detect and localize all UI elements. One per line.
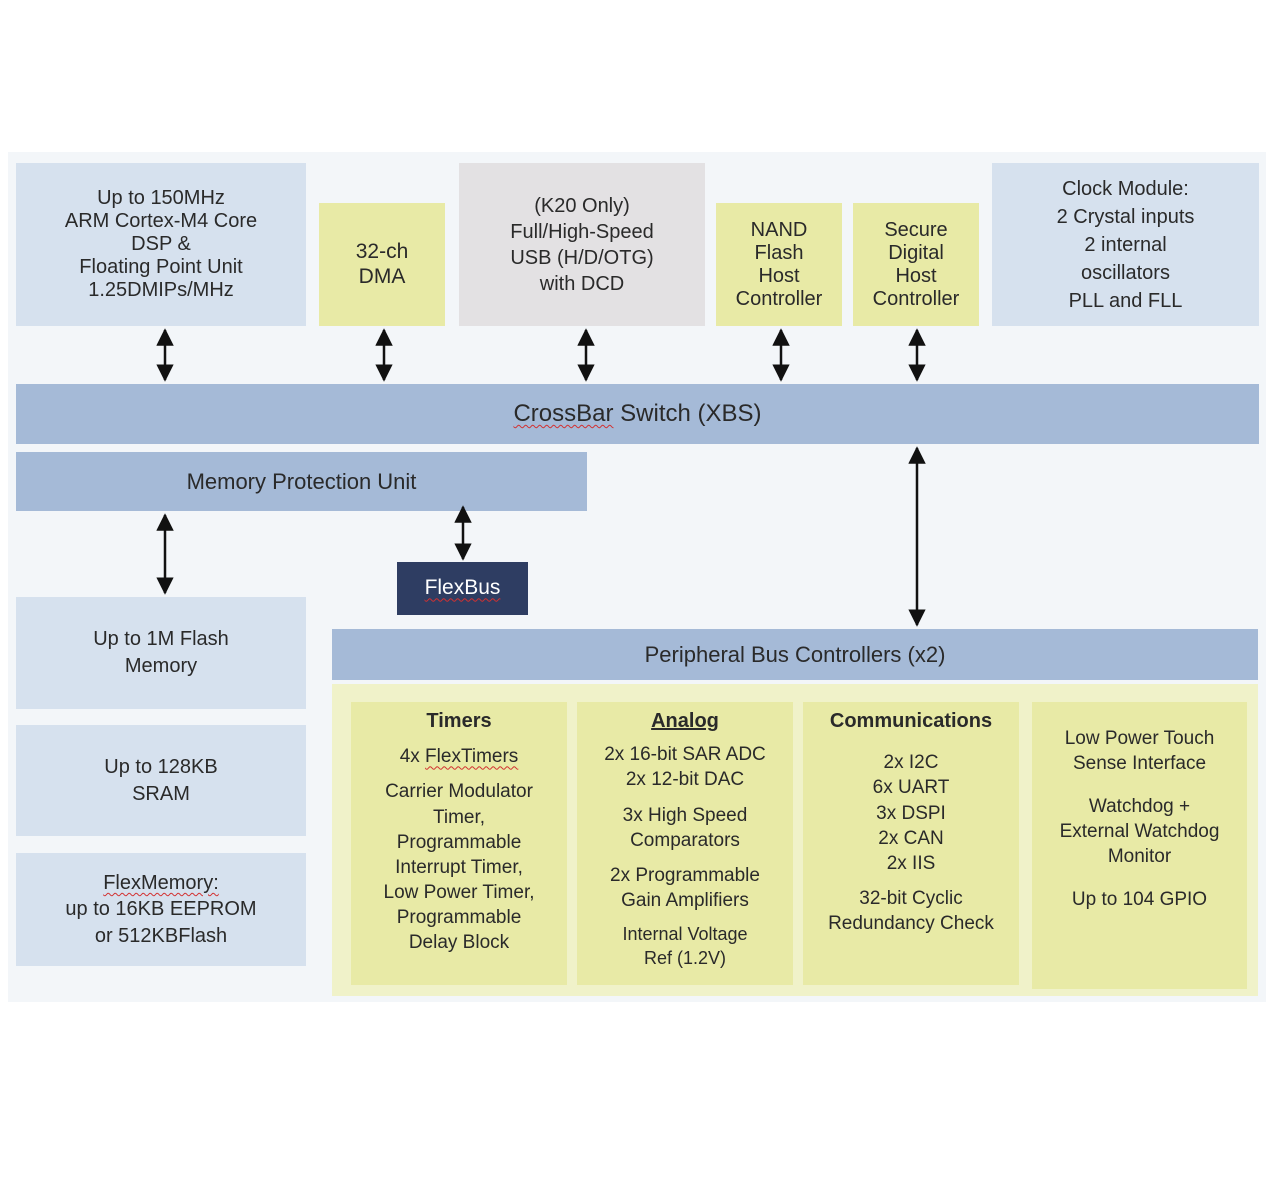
flexmemory-line-3: or 512KBFlash [94,924,228,947]
misc-group: Low Power Touch Sense Interface Watchdog… [1032,702,1247,989]
analog-dac-line: 2x 12-bit DAC [625,769,745,791]
usb-block: (K20 Only) Full/High-Speed USB (H/D/OTG)… [459,163,705,326]
core-line-3: DSP & [131,233,191,255]
sdhc-line-1: Secure [884,218,948,241]
memory-protection-unit-bar: Memory Protection Unit [16,452,587,511]
timers-group: Timers 4x FlexTimers Carrier Modulator T… [351,702,567,985]
analog-pga-line-2: Gain Amplifiers [621,889,749,911]
comm-crc-line-1: 32-bit Cyclic [859,887,963,909]
analog-vref-line-2: Ref (1.2V) [643,947,727,968]
core-line-1: Up to 150MHz [97,187,225,209]
timers-line-6: Programmable [396,906,522,928]
flash-line-1: Up to 1M Flash [93,628,229,650]
analog-adc-line: 2x 16-bit SAR ADC [604,744,766,766]
flexbus-label: FlexBus [424,576,501,600]
clock-line-3: 2 internal [1084,233,1167,256]
watchdog-line-2: External Watchdog [1059,821,1220,843]
sdhc-line-4: Controller [872,287,960,310]
usb-line-1: (K20 Only) [534,194,630,217]
timers-flextimers-count: 4x [399,746,426,768]
timers-flextimers-label: FlexTimers [425,746,519,768]
flash-line-2: Memory [124,655,198,677]
clock-module-block: Clock Module: 2 Crystal inputs 2 interna… [992,163,1259,326]
analog-pga-line-1: 2x Programmable [610,864,760,886]
crossbar-switch-bar: CrossBar Switch (XBS) [16,384,1259,444]
clock-line-2: 2 Crystal inputs [1056,205,1195,228]
clock-line-1: Clock Module: [1062,177,1189,200]
sram-line-2: SRAM [132,782,190,805]
usb-line-3: USB (H/D/OTG) [510,246,654,269]
comm-uart-line: 6x UART [872,777,950,799]
mpu-label: Memory Protection Unit [186,468,417,494]
flash-memory-block: Up to 1M Flash Memory [16,597,306,709]
analog-comparators-line-1: 3x High Speed [622,804,748,826]
analog-group: Analog 2x 16-bit SAR ADC 2x 12-bit DAC 3… [577,702,793,985]
timers-line-2: Timer, [432,806,486,828]
comm-can-line: 2x CAN [878,827,944,849]
clock-line-5: PLL and FLL [1068,289,1183,312]
sdhc-line-3: Host [895,264,937,287]
timers-line-4: Interrupt Timer, [395,856,523,878]
flexmemory-line-1: FlexMemory: [103,871,219,894]
cpu-core-block: Up to 150MHz ARM Cortex-M4 Core DSP & Fl… [16,163,306,326]
dma-block: 32-ch DMA [319,203,445,326]
dma-line-2: DMA [358,264,406,288]
flexbus-block: FlexBus [397,562,528,615]
comm-i2c-line: 2x I2C [883,752,939,774]
communications-header: Communications [829,710,993,732]
usb-line-2: Full/High-Speed [510,220,654,243]
clock-line-4: oscillators [1081,261,1170,284]
watchdog-line-3: Monitor [1107,846,1172,868]
nand-line-1: NAND [750,218,808,241]
timers-line-1: Carrier Modulator [385,781,533,803]
timers-flextimers-line: 4x FlexTimers [351,744,567,769]
timers-line-5: Low Power Timer, [383,881,535,903]
crossbar-label-rest: Switch (XBS) [613,400,762,428]
nand-line-3: Host [758,264,800,287]
usb-line-4: with DCD [539,272,625,295]
crossbar-label-word: CrossBar [513,400,614,428]
analog-comparators-line-2: Comparators [630,829,740,851]
nand-line-4: Controller [735,287,823,310]
touch-sense-line-2: Sense Interface [1072,753,1207,775]
analog-header: Analog [651,710,719,732]
timers-line-7: Delay Block [408,931,510,953]
peripheral-bus-controllers-bar: Peripheral Bus Controllers (x2) [332,629,1258,680]
nand-flash-controller-block: NAND Flash Host Controller [716,203,842,326]
watchdog-line-1: Watchdog + [1088,796,1191,818]
core-line-5: 1.25DMIPs/MHz [88,279,234,301]
peripheral-bus-label: Peripheral Bus Controllers (x2) [644,641,946,667]
timers-line-3: Programmable [396,831,522,853]
flexmemory-block: FlexMemory: up to 16KB EEPROM or 512KBFl… [16,853,306,966]
core-line-2: ARM Cortex-M4 Core [64,210,258,232]
sdhc-line-2: Digital [888,241,944,264]
communications-group: Communications 2x I2C 6x UART 3x DSPI 2x… [803,702,1019,985]
timers-header: Timers [426,710,492,732]
comm-crc-line-2: Redundancy Check [828,912,994,934]
comm-dspi-line: 3x DSPI [876,802,946,824]
nand-line-2: Flash [754,241,804,264]
gpio-line: Up to 104 GPIO [1071,889,1208,911]
dma-line-1: 32-ch [355,240,409,264]
sram-block: Up to 128KB SRAM [16,725,306,836]
sd-host-controller-block: Secure Digital Host Controller [853,203,979,326]
core-line-4: Floating Point Unit [79,256,243,278]
touch-sense-line-1: Low Power Touch [1064,728,1215,749]
sram-line-1: Up to 128KB [104,755,218,778]
analog-vref-line-1: Internal Voltage [622,923,748,944]
flexmemory-line-2: up to 16KB EEPROM [65,898,257,921]
comm-iis-line: 2x IIS [886,852,936,874]
